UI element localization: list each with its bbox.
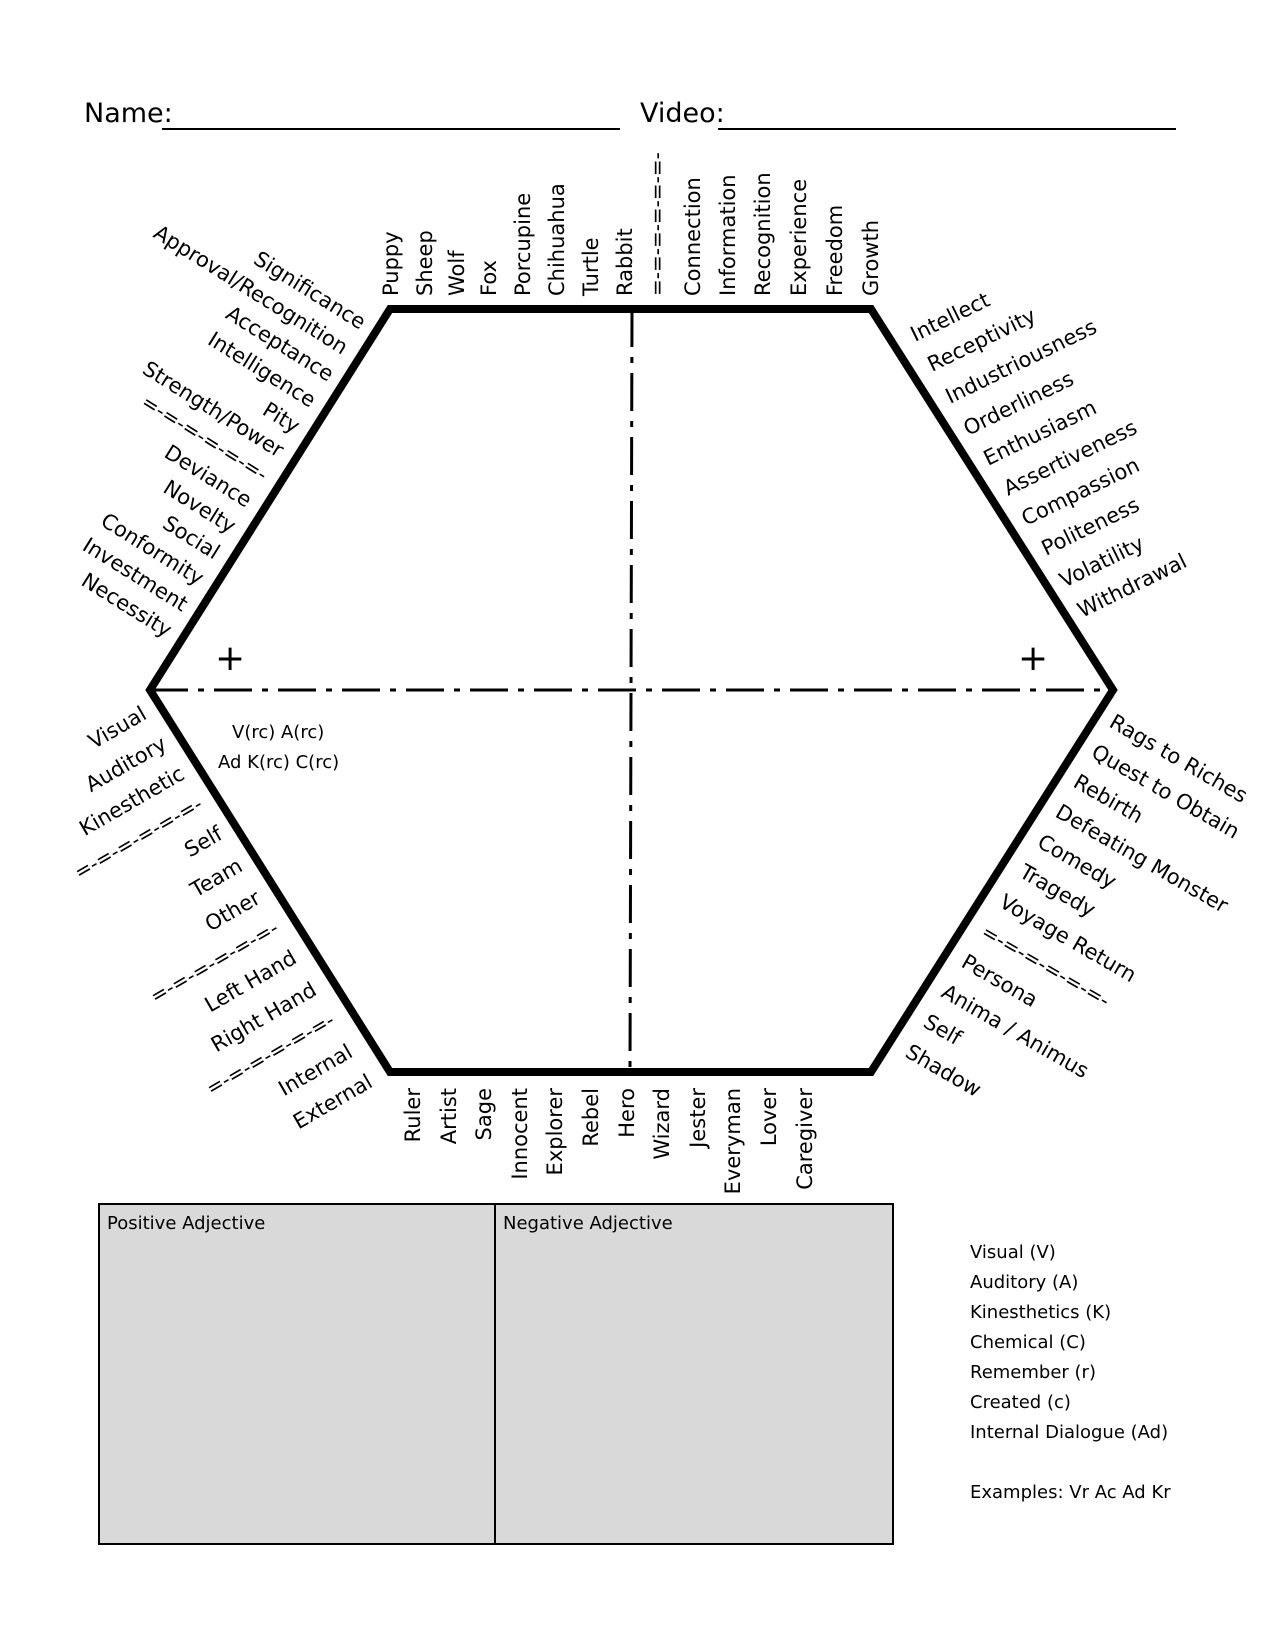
- term-turtle: Turtle: [579, 237, 603, 297]
- term-explorer: Explorer: [543, 1088, 567, 1176]
- term-rabbit: Rabbit: [613, 228, 637, 296]
- term-rebel: Rebel: [579, 1088, 603, 1147]
- term-innocent: Innocent: [508, 1088, 532, 1180]
- term-lover: Lover: [757, 1088, 781, 1147]
- term-caregiver: Caregiver: [793, 1088, 817, 1190]
- hexagon-diagram: + + V(rc) A(rc) Ad K(rc) C(rc) Puppy She…: [70, 152, 1252, 1194]
- term-connection: Connection: [681, 177, 705, 296]
- legend-item-auditory: Auditory (A): [970, 1272, 1079, 1293]
- sense-codes-line-1: V(rc) A(rc): [232, 722, 324, 743]
- term-growth: Growth: [859, 220, 883, 296]
- term-sage: Sage: [472, 1088, 496, 1140]
- legend-item-visual: Visual (V): [970, 1242, 1056, 1263]
- term-wizard: Wizard: [650, 1088, 674, 1160]
- term-information: Information: [716, 174, 740, 296]
- negative-adjective-title: Negative Adjective: [503, 1213, 673, 1234]
- plus-sign-right: +: [1018, 638, 1048, 679]
- video-field[interactable]: [718, 128, 1176, 130]
- legend-examples: Examples: Vr Ac Ad Kr: [970, 1482, 1171, 1503]
- term-chihuahua: Chihuahua: [545, 183, 569, 296]
- negative-adjective-box[interactable]: Negative Adjective: [494, 1203, 894, 1545]
- sense-legend: Visual (V) Auditory (A) Kinesthetics (K)…: [970, 1238, 1171, 1508]
- legend-item-kinesthetics: Kinesthetics (K): [970, 1302, 1112, 1323]
- term-porcupine: Porcupine: [511, 193, 535, 296]
- video-label: Video:: [640, 98, 725, 129]
- positive-adjective-title: Positive Adjective: [107, 1213, 266, 1234]
- term-artist: Artist: [437, 1088, 461, 1144]
- separator-top: =-=-=-=-=-=-: [645, 152, 669, 296]
- legend-item-remember: Remember (r): [970, 1362, 1096, 1383]
- term-self-right: Self: [920, 1010, 967, 1051]
- term-self-left: Self: [180, 821, 227, 862]
- term-shadow: Shadow: [902, 1040, 986, 1102]
- positive-adjective-box[interactable]: Positive Adjective: [98, 1203, 496, 1545]
- term-hero: Hero: [615, 1088, 639, 1138]
- term-everyman: Everyman: [721, 1088, 745, 1194]
- term-experience: Experience: [787, 179, 811, 296]
- name-field[interactable]: [162, 128, 620, 130]
- term-recognition: Recognition: [751, 172, 775, 296]
- term-sheep: Sheep: [413, 230, 437, 296]
- legend-item-chemical: Chemical (C): [970, 1332, 1086, 1353]
- term-fox: Fox: [477, 260, 501, 296]
- name-label: Name:: [84, 98, 173, 129]
- plus-sign-left: +: [215, 638, 245, 679]
- term-wolf: Wolf: [445, 250, 469, 296]
- term-freedom: Freedom: [823, 205, 847, 296]
- term-ruler: Ruler: [401, 1088, 425, 1143]
- term-puppy: Puppy: [379, 231, 403, 296]
- term-jester: Jester: [686, 1088, 710, 1150]
- legend-item-created: Created (c): [970, 1392, 1071, 1413]
- sense-codes-line-2: Ad K(rc) C(rc): [218, 752, 339, 773]
- legend-item-internal-dialogue: Internal Dialogue (Ad): [970, 1422, 1169, 1443]
